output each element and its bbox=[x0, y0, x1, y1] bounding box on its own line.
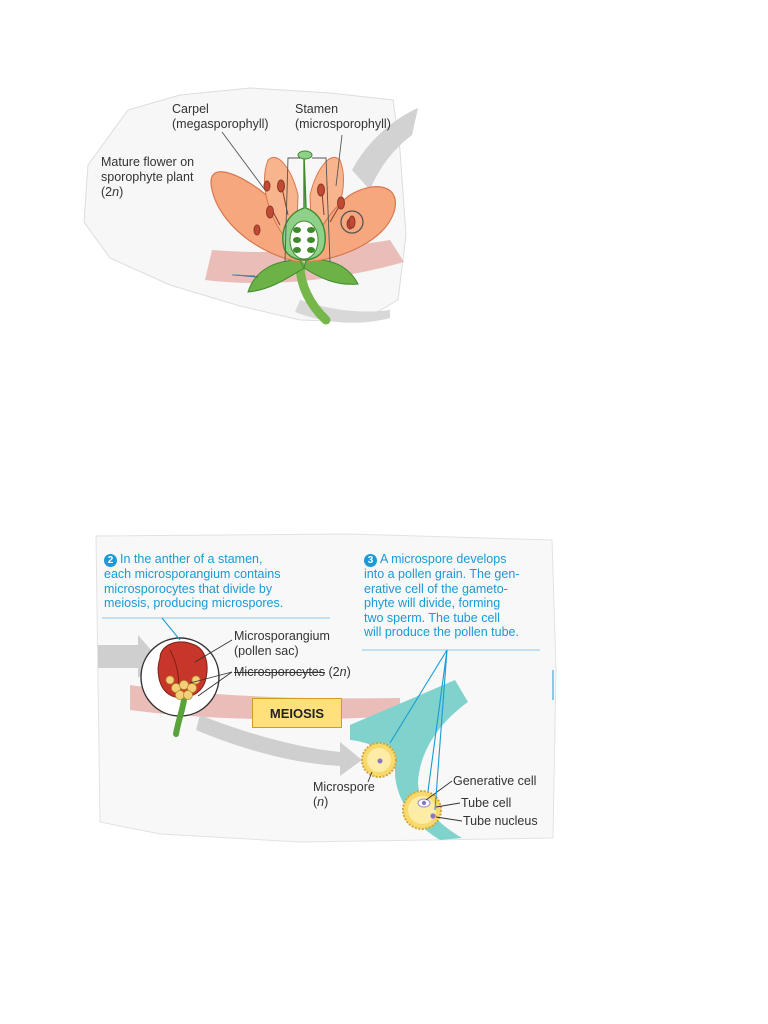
anther-highlight bbox=[348, 215, 356, 229]
mature-flower-line2: sporophyte plant bbox=[101, 170, 194, 184]
ovules bbox=[293, 227, 315, 253]
step-2-line-3: microsporocytes that divide by bbox=[104, 581, 273, 596]
meiosis-box: MEIOSIS bbox=[252, 698, 342, 728]
arrow-from-flower bbox=[352, 108, 418, 190]
leader-lines bbox=[189, 639, 463, 822]
microspore-illustration bbox=[95, 533, 557, 843]
anther-callout-circle bbox=[340, 210, 364, 234]
step-3-line-6: will produce the pollen tube. bbox=[364, 625, 519, 639]
microspore-label: Microspore (n) bbox=[313, 780, 375, 810]
stigma bbox=[297, 150, 313, 160]
microspore-ploidy: (n) bbox=[313, 795, 329, 809]
step-3-line-4: phyte will divide, forming bbox=[364, 596, 501, 610]
blue-link-line bbox=[231, 274, 256, 277]
step-3-line-5: two sperm. The tube cell bbox=[364, 610, 500, 625]
microsporocytes-label: Microsporocytes (2n) bbox=[234, 665, 351, 679]
carpel-label: Carpel (megasporophyll) bbox=[172, 102, 269, 132]
teal-band bbox=[350, 680, 468, 840]
pink-band bbox=[205, 240, 404, 284]
microspore-label-text: Microspore bbox=[313, 780, 375, 794]
step-3-line-2: into a pollen grain. The gen- bbox=[364, 567, 520, 581]
pollen-grain bbox=[402, 790, 442, 830]
carpel-label-sub: (megasporophyll) bbox=[172, 117, 269, 131]
microsporocytes-cluster bbox=[165, 675, 201, 700]
flower-illustration bbox=[83, 87, 418, 325]
step-3-line-3: erative cell of the gameto- bbox=[364, 581, 508, 596]
microspore-grain bbox=[361, 742, 397, 778]
mature-flower-line1: Mature flower on bbox=[101, 155, 195, 169]
mature-flower-label: Mature flower on sporophyte plant (2n) bbox=[101, 155, 194, 200]
flower-panel: Carpel (megasporophyll) Stamen (microspo… bbox=[0, 0, 768, 340]
generative-cell-label: Generative cell bbox=[453, 774, 537, 788]
carpel-label-text: Carpel bbox=[172, 102, 209, 116]
stamen-label-text: Stamen bbox=[295, 102, 339, 116]
mature-flower-ploidy: (2n) bbox=[101, 185, 124, 199]
filament bbox=[173, 697, 187, 737]
sepal-left bbox=[247, 259, 305, 293]
sepal-right bbox=[303, 259, 359, 285]
step-3-number-badge: 3 bbox=[364, 554, 377, 567]
paper-background bbox=[95, 533, 557, 843]
leader-lines bbox=[221, 131, 343, 278]
step-2-line-4: meiosis, producing microspores. bbox=[104, 596, 284, 610]
stamens bbox=[253, 179, 354, 236]
step-2-number-badge: 2 bbox=[104, 554, 117, 567]
microsporangium-label: Microsporangium (pollen sac) bbox=[234, 629, 330, 659]
step-2-line-2: each microsporangium contains bbox=[104, 567, 281, 581]
stamen-label: Stamen (microsporophyll) bbox=[295, 102, 391, 132]
tube-cell-label: Tube cell bbox=[461, 796, 512, 810]
blue-leader-lines bbox=[161, 617, 448, 811]
stamen-label-sub: (microsporophyll) bbox=[295, 117, 391, 131]
microsporangium-label-sub: (pollen sac) bbox=[234, 644, 299, 658]
microsporangium-label-text: Microsporangium bbox=[234, 629, 330, 643]
arrow-to-microspore bbox=[196, 715, 362, 776]
tube-nucleus-label: Tube nucleus bbox=[463, 814, 538, 828]
